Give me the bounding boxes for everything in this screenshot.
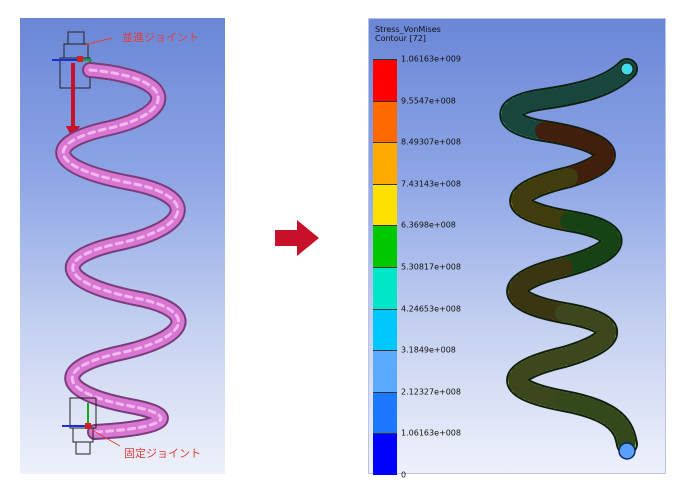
legend-title-line1: Stress_VonMises bbox=[375, 25, 441, 34]
fixed-joint-icon bbox=[62, 397, 97, 455]
legend-swatch bbox=[373, 59, 397, 101]
legend-swatch bbox=[373, 183, 397, 226]
spring-model-left bbox=[52, 31, 187, 455]
legend-title: Stress_VonMises Contour [72] bbox=[375, 25, 441, 43]
right-viewport[interactable]: Stress_VonMises Contour [72] 1.06163e+00… bbox=[368, 18, 666, 480]
legend-label: 2.12327e+008 bbox=[401, 387, 461, 397]
legend-label: 1.06163e+008 bbox=[401, 428, 461, 438]
callout-line-top bbox=[83, 37, 113, 46]
legend-swatch bbox=[373, 142, 397, 184]
legend-swatch bbox=[373, 350, 397, 392]
legend-title-line2: Contour [72] bbox=[375, 34, 426, 43]
legend-color-bar bbox=[373, 59, 397, 475]
legend-swatch bbox=[373, 391, 397, 434]
legend-label: 3.1849e+008 bbox=[401, 345, 456, 355]
legend-label: 4.24653e+008 bbox=[401, 304, 461, 314]
spring-coil bbox=[55, 62, 187, 440]
spring-end-cap bbox=[618, 442, 636, 460]
legend-label: 7.43143e+008 bbox=[401, 179, 461, 189]
fixed-joint-label: 固定ジョイント bbox=[124, 447, 201, 460]
translational-joint-label: 並進ジョイント bbox=[122, 31, 199, 44]
stress-spring-coil bbox=[499, 58, 638, 455]
callout-line-bottom bbox=[91, 429, 121, 447]
legend-swatch bbox=[373, 433, 397, 475]
legend-swatch bbox=[373, 267, 397, 309]
left-viewport[interactable]: 並進ジョイント 固定ジョイント bbox=[20, 18, 225, 474]
force-arrow-icon bbox=[66, 63, 80, 140]
legend-label: 0 bbox=[401, 470, 407, 480]
spring-model-right bbox=[499, 58, 638, 460]
legend-swatch bbox=[373, 100, 397, 143]
legend-swatch bbox=[373, 225, 397, 267]
transition-arrow-icon bbox=[275, 220, 319, 256]
spring-top-cap bbox=[620, 62, 634, 76]
legend-label: 8.49307e+008 bbox=[401, 137, 461, 147]
legend-label: 6.3698e+008 bbox=[401, 220, 456, 230]
legend-label: 1.06163e+009 bbox=[401, 54, 461, 64]
legend-swatch bbox=[373, 308, 397, 351]
legend-label: 5.30817e+008 bbox=[401, 262, 461, 272]
legend-label: 9.5547e+008 bbox=[401, 96, 456, 106]
